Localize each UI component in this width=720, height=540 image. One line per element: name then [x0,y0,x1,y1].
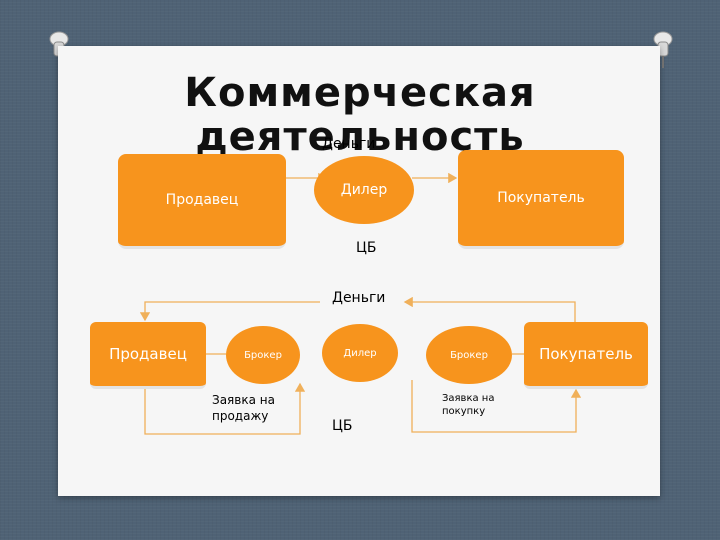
bottom-dealer-node: Дилер [322,324,398,382]
slide-title-line1: Коммерческая [184,70,536,116]
bottom-buyer-node: Покупатель [524,322,648,389]
buy-order-label: Заявка на покупку [442,392,494,418]
top-money-label: Деньги [322,136,376,152]
bottom-broker-right-label: Брокер [450,349,488,361]
top-buyer-label: Покупатель [497,190,585,206]
top-dealer-label: Дилер [340,182,388,198]
bottom-seller-label: Продавец [109,345,187,363]
sell-order-line2: продажу [212,409,269,423]
top-dealer-node: Дилер [314,156,414,224]
top-securities-label: ЦБ [356,240,377,256]
bottom-broker-right-node: Брокер [426,326,512,384]
buy-order-line2: покупку [442,406,486,417]
bottom-broker-left-node: Брокер [226,326,300,384]
pushpin-right-icon [653,31,673,68]
sell-order-line1: Заявка на [212,393,275,407]
top-buyer-node: Покупатель [458,150,624,249]
bottom-securities-label: ЦБ [332,418,353,434]
sell-order-label: Заявка на продажу [212,392,275,424]
bottom-seller-node: Продавец [90,322,206,389]
buy-order-line1: Заявка на [442,393,495,404]
top-seller-label: Продавец [165,192,239,208]
bottom-buyer-label: Покупатель [539,345,633,363]
bottom-dealer-label: Дилер [343,347,377,359]
bottom-broker-left-label: Брокер [244,349,282,361]
bottom-money-label: Деньги [330,290,388,306]
top-seller-node: Продавец [118,154,286,249]
